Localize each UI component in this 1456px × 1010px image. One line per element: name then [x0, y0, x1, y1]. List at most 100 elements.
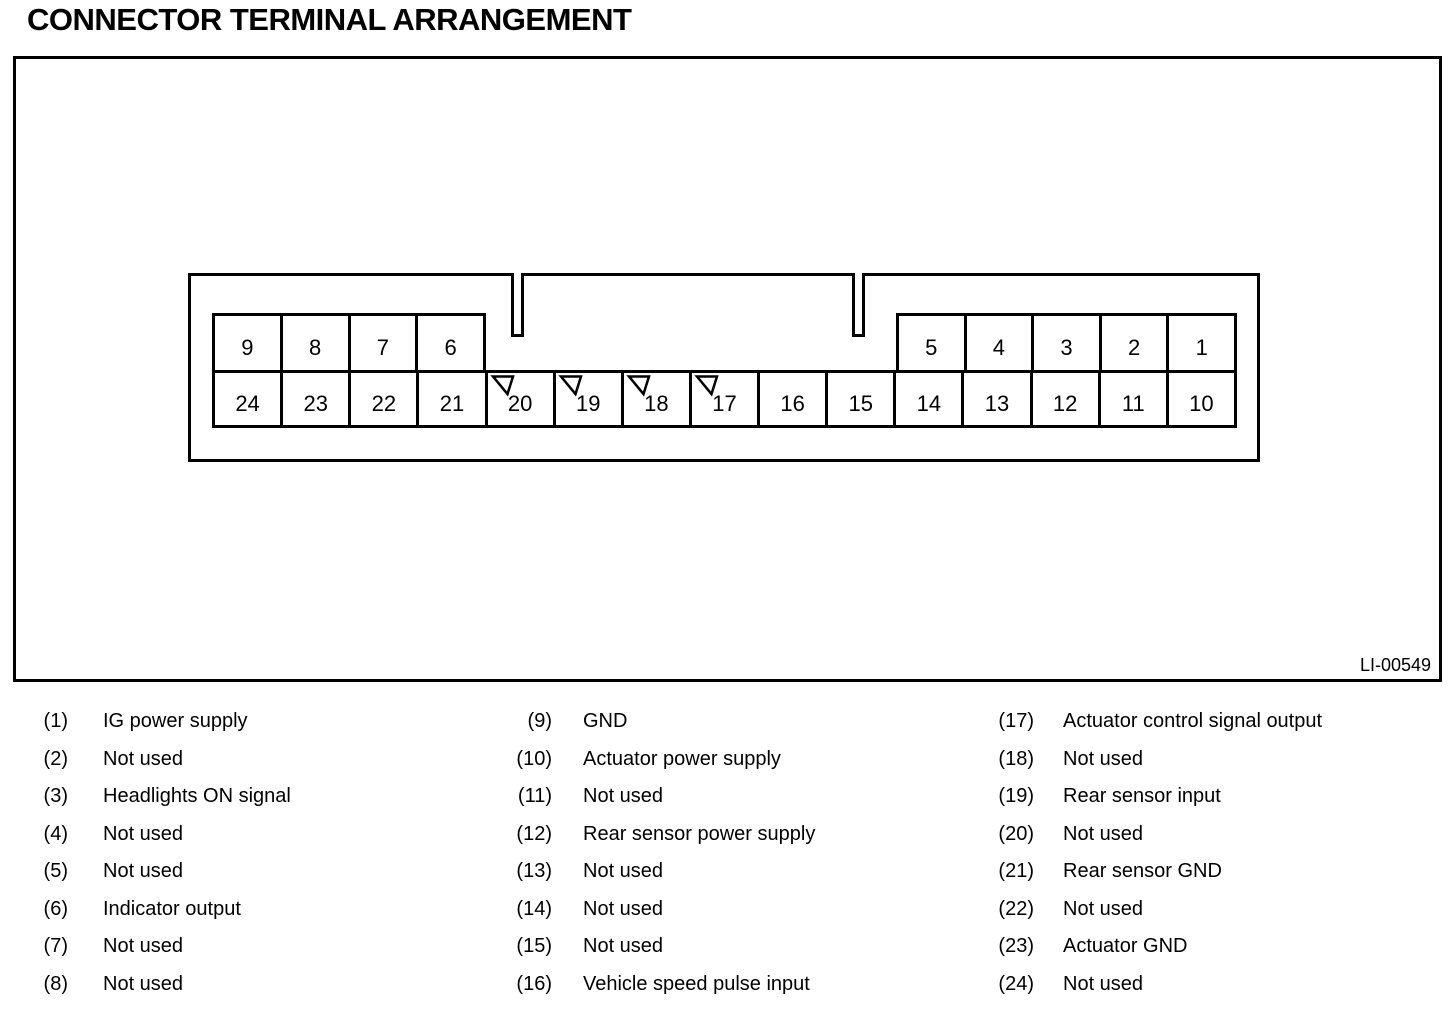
legend-entry-14: (14) Not used: [505, 891, 815, 929]
terminal-ref-number: (18): [998, 747, 1034, 770]
terminal-ref-number: (9): [527, 710, 552, 733]
terminal-function-label: Headlights ON signal: [103, 785, 291, 808]
terminal-row-top-left: 9 8 7 6: [212, 313, 486, 370]
keying-triangle-icon: [489, 375, 515, 397]
terminal-ref-number: (15): [516, 935, 552, 958]
terminal-cell-23: 23: [283, 373, 349, 425]
terminal-function-label: Not used: [103, 972, 184, 995]
terminal-cell-14: 14: [896, 373, 962, 425]
terminal-function-label: Indicator output: [103, 897, 241, 920]
legend-entry-6: (6) Indicator output: [35, 891, 291, 929]
terminal-cell-10: 10: [1168, 373, 1234, 425]
terminal-function-label: Not used: [583, 860, 664, 883]
terminal-number: 19: [575, 391, 601, 416]
terminal-number: 18: [644, 391, 669, 416]
terminal-number: 7: [376, 335, 389, 360]
terminal-number: 4: [992, 335, 1006, 360]
terminal-function-label: GND: [583, 710, 628, 733]
terminal-ref-number: (2): [43, 747, 68, 770]
keying-triangle-icon: [557, 375, 583, 397]
legend-entry-15: (15) Not used: [505, 928, 815, 966]
terminal-number: 14: [916, 391, 942, 416]
terminal-cell-2: 2: [1101, 316, 1167, 370]
terminal-ref-number: (17): [998, 710, 1034, 733]
terminal-function-label: Actuator power supply: [583, 747, 781, 770]
terminal-number: 11: [1121, 391, 1145, 416]
terminal-ref-number: (23): [998, 935, 1034, 958]
terminal-cell-11: 11: [1100, 373, 1166, 425]
terminal-ref-number: (11): [517, 785, 552, 808]
legend-entry-21: (21)Rear sensor GND: [988, 853, 1322, 891]
terminal-ref-number: (21): [998, 860, 1034, 883]
terminal-function-label: Not used: [583, 935, 664, 958]
terminal-function-label: Not used: [103, 822, 184, 845]
terminal-ref-number: (5): [43, 860, 68, 883]
terminal-cell-5: 5: [899, 316, 964, 370]
terminal-cell-8: 8: [282, 316, 348, 370]
terminal-function-label: Actuator GND: [1063, 935, 1188, 958]
terminal-function-label: Not used: [1063, 747, 1144, 770]
terminal-function-label: Rear sensor power supply: [583, 822, 816, 845]
terminal-number: 13: [984, 391, 1010, 416]
legend-entry-9: (9) GND: [505, 703, 815, 741]
terminal-ref-number: (4): [43, 822, 68, 845]
connector-key-slot-left: [511, 273, 524, 337]
legend-entry-16: (16)Vehicle speed pulse input: [505, 966, 815, 1004]
legend-entry-19: (19) Rear sensor input: [988, 778, 1322, 816]
terminal-cell-20: 20: [487, 373, 553, 425]
legend-entry-20: (20)Not used: [988, 816, 1322, 854]
terminal-cell-19: 19: [555, 373, 621, 425]
legend-entry-4: (4) Not used: [35, 816, 291, 854]
legend-entry-24: (24)Not used: [988, 966, 1322, 1004]
terminal-number: 23: [303, 391, 328, 416]
terminal-number: 15: [848, 391, 873, 416]
terminal-cell-9: 9: [215, 316, 280, 370]
legend-entry-7: (7)Not used: [35, 928, 291, 966]
terminal-number: 20: [507, 391, 533, 416]
legend-entry-11: (11)Not used: [505, 778, 815, 816]
terminal-number: 5: [925, 335, 938, 360]
terminal-ref-number: (13): [516, 860, 552, 883]
terminal-ref-number: (19): [998, 785, 1034, 808]
terminal-ref-number: (6): [43, 897, 68, 920]
terminal-cell-15: 15: [828, 373, 894, 425]
terminal-cell-21: 21: [419, 373, 485, 425]
legend-entry-10: (10)Actuator power supply: [505, 741, 815, 779]
terminal-cell-18: 18: [623, 373, 689, 425]
terminal-ref-number: (20): [998, 822, 1034, 845]
terminal-ref-number: (22): [998, 897, 1034, 920]
legend-entry-17: (17)Actuator control signal output: [988, 703, 1322, 741]
terminal-function-label: IG power supply: [103, 710, 248, 733]
terminal-ref-number: (14): [516, 897, 552, 920]
terminal-function-label: Not used: [1063, 897, 1144, 920]
terminal-ref-number: (1): [43, 710, 68, 733]
terminal-number: 9: [241, 335, 254, 360]
terminal-cell-6: 6: [418, 316, 483, 370]
terminal-function-label: Not used: [103, 747, 184, 770]
terminal-number: 10: [1189, 391, 1214, 416]
terminal-cell-24: 24: [215, 373, 281, 425]
terminal-function-label: Not used: [583, 897, 664, 920]
terminal-ref-number: (8): [43, 972, 68, 995]
terminal-cell-3: 3: [1034, 316, 1099, 370]
terminal-cell-13: 13: [964, 373, 1030, 425]
legend-entry-5: (5) Not used: [35, 853, 291, 891]
legend-entry-8: (8) Not used: [35, 966, 291, 1004]
legend-entry-1: (1) IG power supply: [35, 703, 291, 741]
terminal-number: 1: [1195, 335, 1208, 360]
terminal-number: 8: [309, 335, 322, 360]
legend-entry-3: (3) Headlights ON signal: [35, 778, 291, 816]
terminal-function-label: Not used: [103, 935, 184, 958]
terminal-function-label: Not used: [103, 860, 184, 883]
terminal-function-label: Rear sensor input: [1063, 785, 1221, 808]
keying-triangle-icon: [694, 375, 719, 397]
terminal-cell-17: 17: [691, 373, 758, 425]
terminal-cell-7: 7: [350, 316, 416, 370]
terminal-cell-12: 12: [1032, 373, 1098, 425]
terminal-ref-number: (3): [43, 785, 68, 808]
legend-column-3: (17)Actuator control signal output (18) No…: [988, 703, 1322, 1003]
legend-entry-13: (13) Not used: [505, 853, 815, 891]
